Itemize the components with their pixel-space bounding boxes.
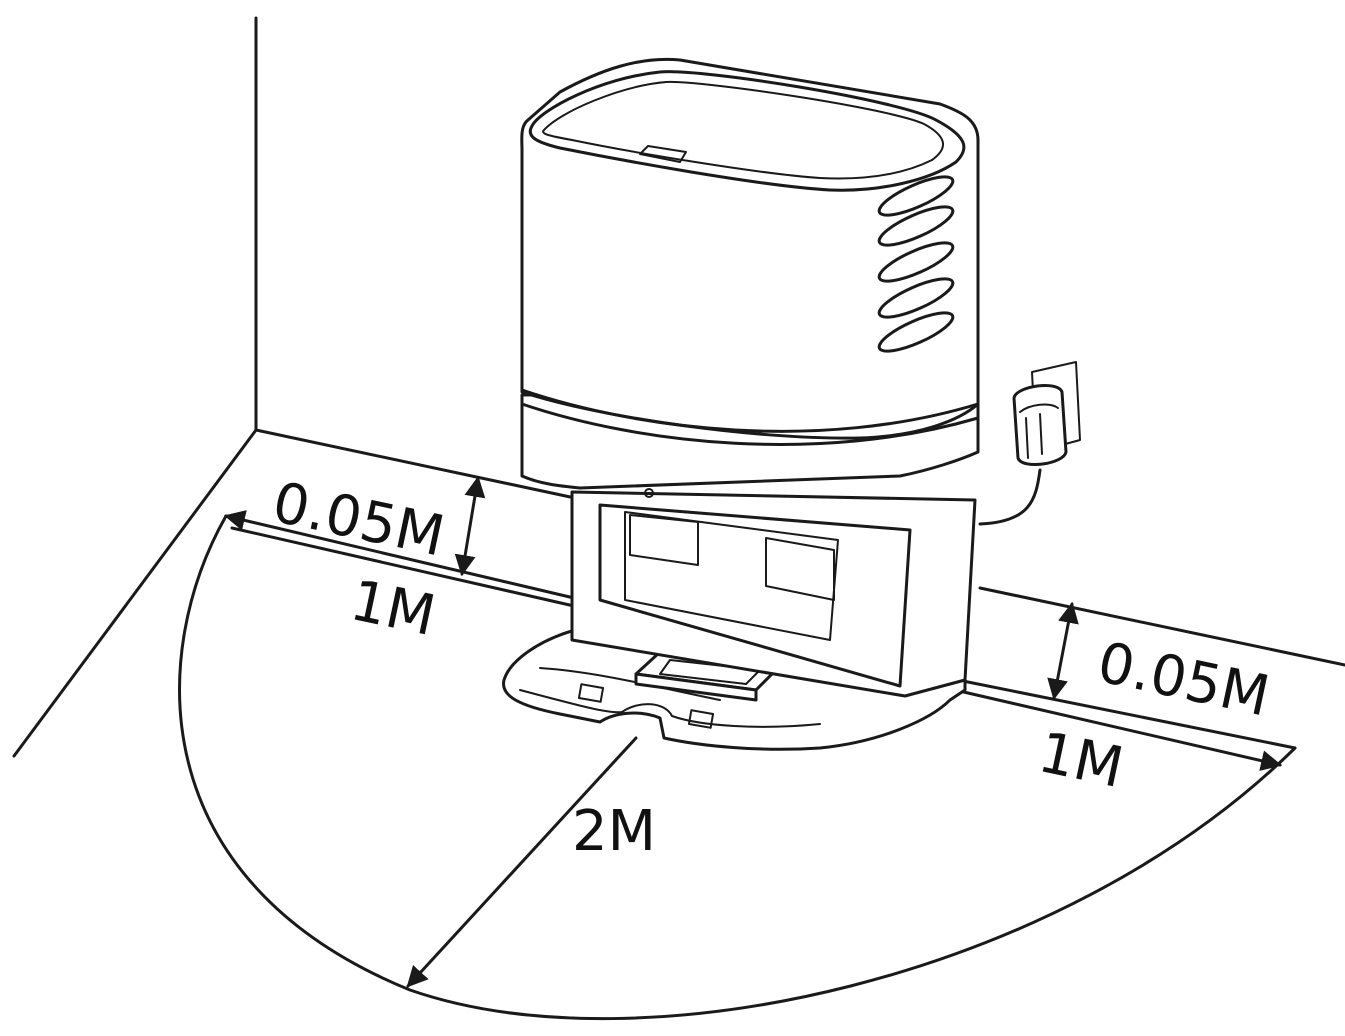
left-gap-label: 0.05M: [267, 470, 450, 570]
left-clearance-label: 1M: [345, 568, 441, 649]
left-clearance-arrow: [223, 510, 576, 600]
power-outlet-icon: [978, 361, 1081, 526]
front-clearance-arrow: [406, 736, 638, 988]
indicator-light: [644, 488, 654, 498]
right-gap-arrow: [1047, 601, 1079, 701]
dust-bin-lid: [528, 70, 966, 192]
right-clearance-arrow: [953, 688, 1283, 771]
base-lower-body: [570, 490, 977, 698]
floor-left-line: [12, 428, 258, 758]
power-cable: [978, 468, 1042, 526]
base-station-icon: [502, 57, 980, 751]
front-clearance-label: 2M: [572, 799, 656, 864]
vent-slots: [877, 175, 955, 353]
right-offset-guide: [956, 678, 1297, 750]
left-gap-arrow: [454, 475, 486, 577]
wall-base-line-left: [254, 428, 577, 500]
clearance-area-outline: [178, 514, 1297, 1021]
right-clearance-label: 1M: [1033, 720, 1129, 801]
lid-handle: [639, 145, 687, 163]
wall-base-line-right: [978, 586, 1345, 667]
left-offset-guide: [230, 526, 576, 608]
room-corner: [12, 16, 1345, 758]
